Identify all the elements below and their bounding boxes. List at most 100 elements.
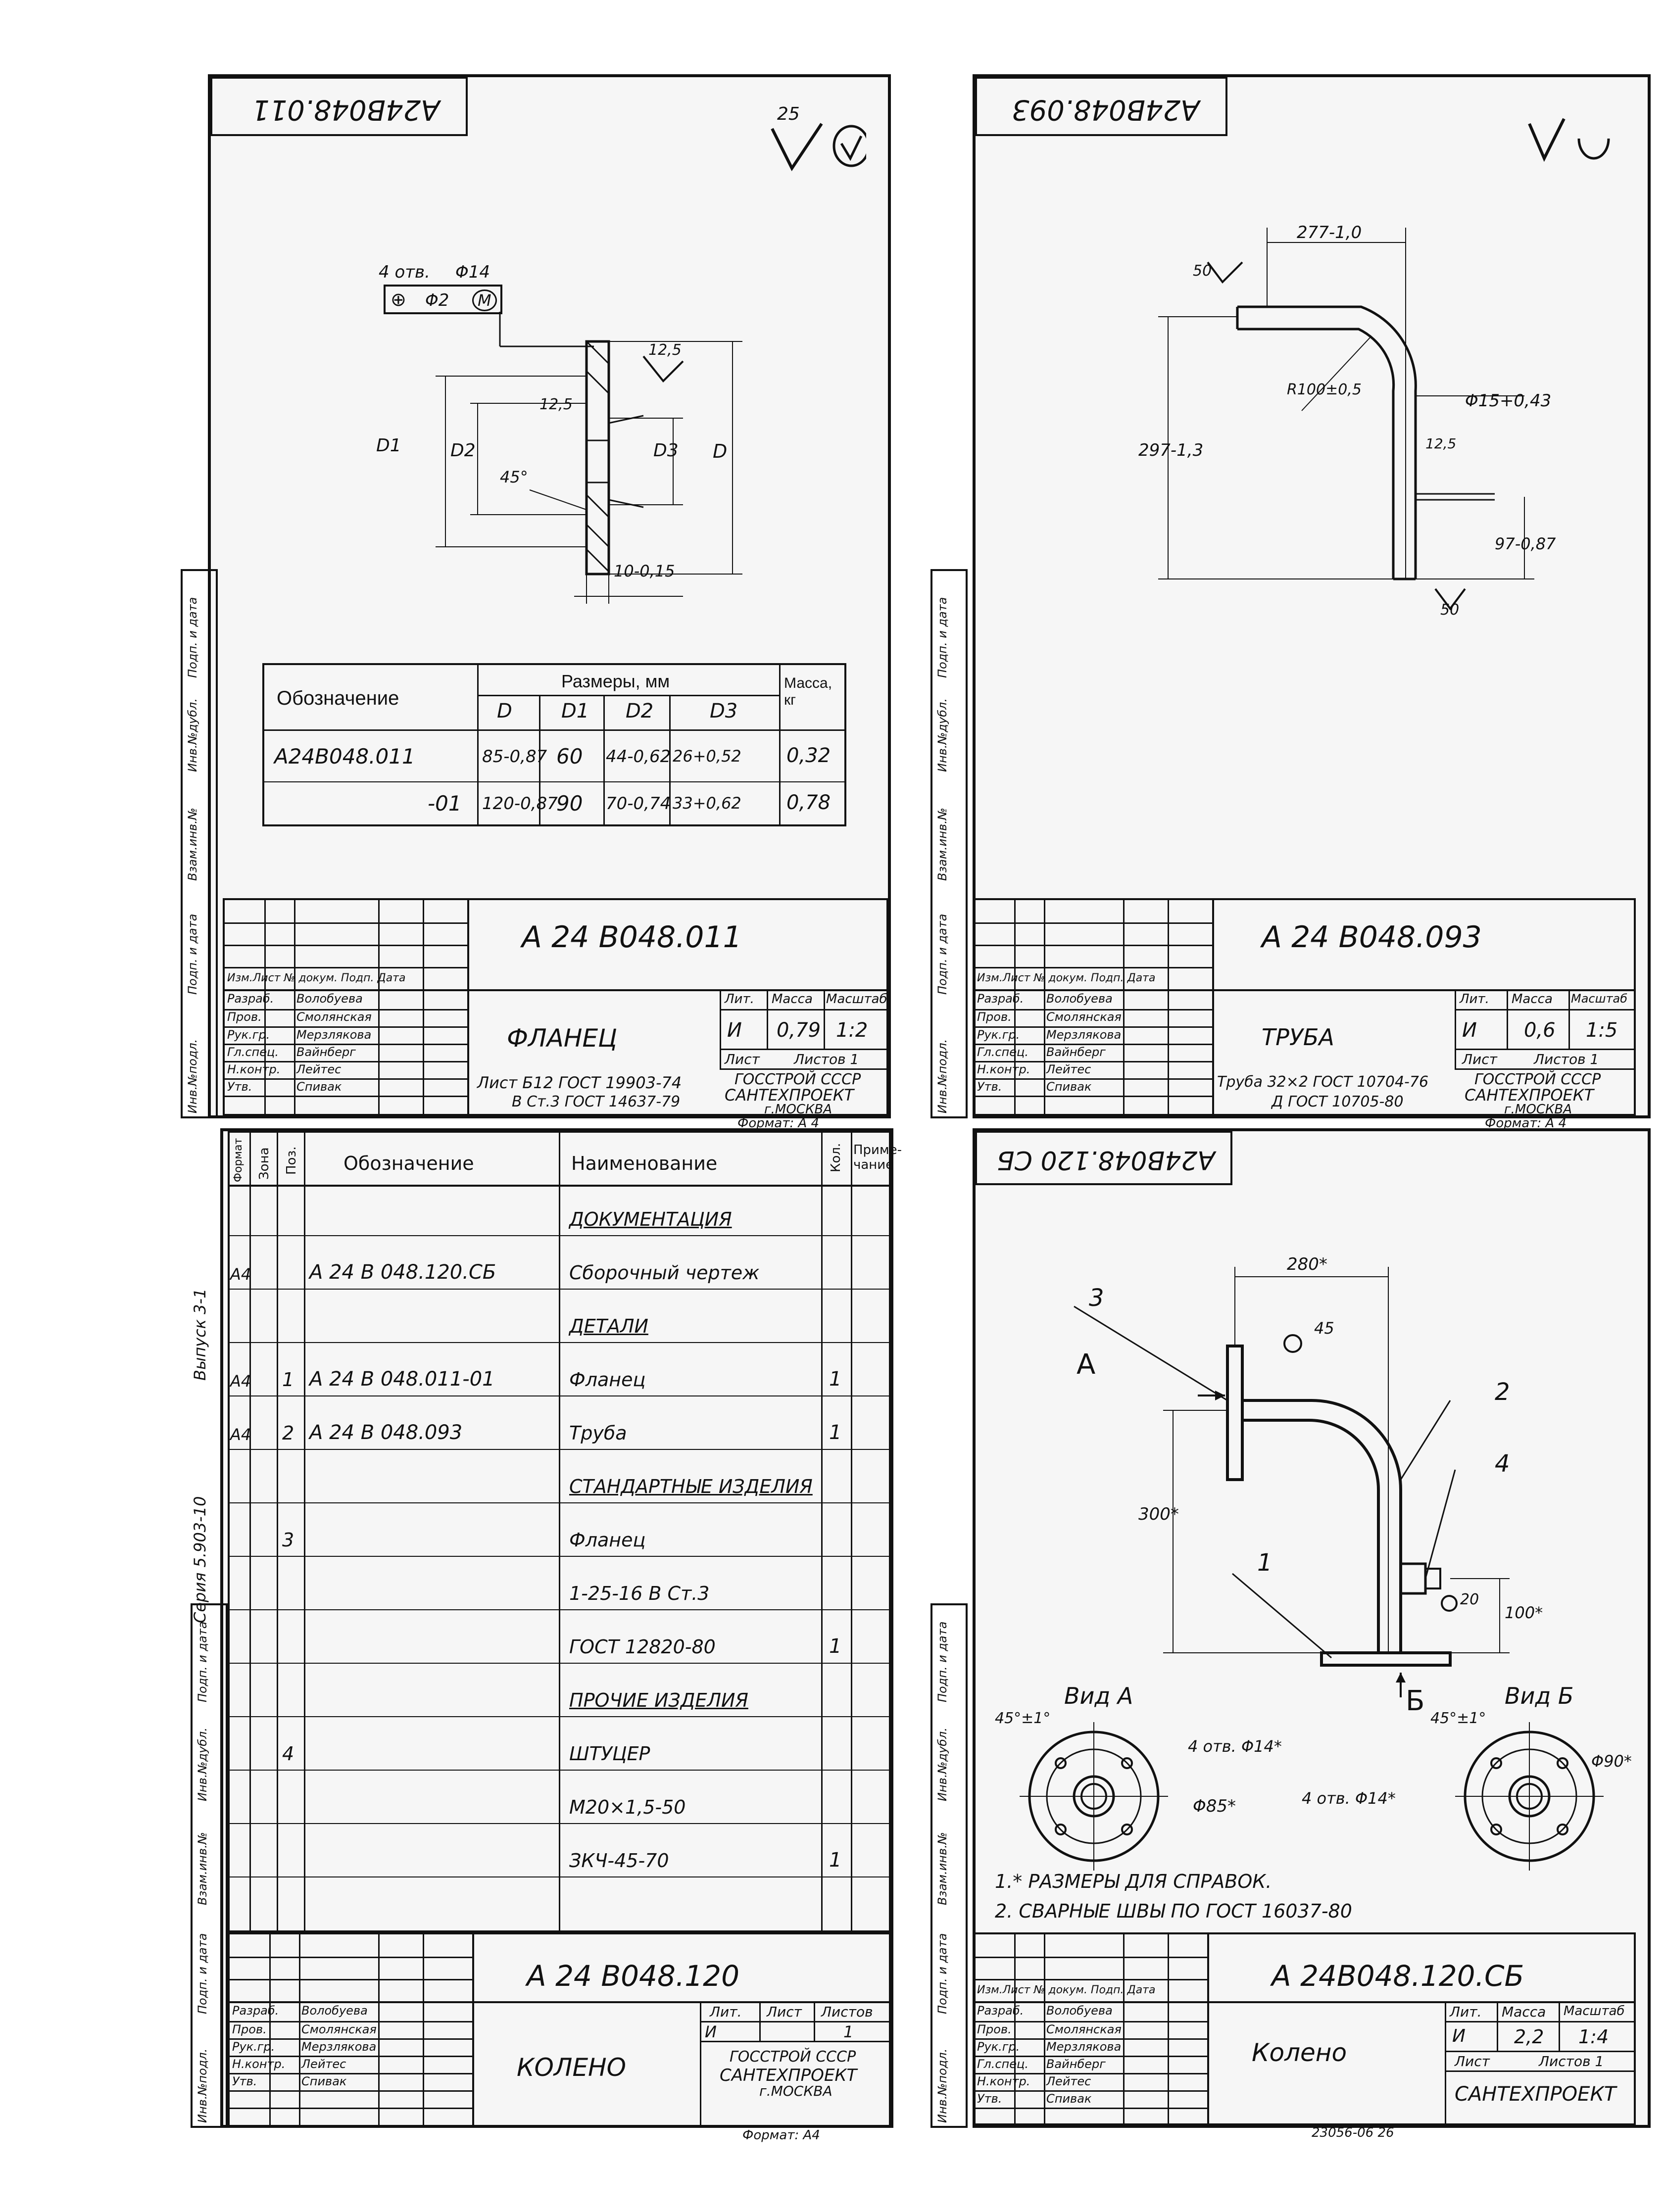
dim-r2: 12,5 — [539, 396, 573, 413]
asm-lit-h: Лит. — [1450, 2004, 1482, 2020]
asm-footer: 23056-06 26 — [1312, 2125, 1394, 2140]
tol-pos: Φ2 — [425, 290, 449, 310]
asm-scale-h: Масштаб — [1564, 2004, 1625, 2019]
flange-scale-h: Масштаб — [826, 992, 887, 1007]
spec-h-pos: Поз. — [284, 1146, 299, 1175]
spec-cell-name: Труба — [569, 1422, 627, 1444]
pipe-lit: И — [1462, 1019, 1477, 1042]
asm-title-block: А 24В048.120.СБ Колено Лит. Масса Масшта… — [973, 1932, 1636, 2125]
pipe-role-5: Н.контр. — [977, 1062, 1030, 1076]
tolerance-frame: ⊕ Φ2 M — [384, 285, 502, 314]
flange-name-5: Лейтес — [296, 1062, 342, 1076]
spec-name-1: Волобуева — [301, 2004, 368, 2018]
asm-role-6: Утв. — [977, 2092, 1002, 2106]
pipe-mat1: Труба 32×2 ГОСТ 10704-76 — [1217, 1073, 1429, 1091]
dim-d1: D1 — [376, 435, 401, 456]
spec-role-1: Разраб. — [232, 2004, 279, 2018]
position-icon: ⊕ — [391, 289, 406, 310]
flange-name-6: Спивак — [296, 1080, 342, 1094]
margin-br-label-2: Взам.инв.№ — [935, 1832, 949, 1905]
asm-view-a: А — [1077, 1348, 1096, 1381]
flange-role-6: Утв. — [227, 1080, 252, 1094]
pipe-role-4: Гл.спец. — [977, 1045, 1028, 1059]
table-row: 1-25-16 В Ст.3 — [228, 1557, 891, 1610]
pipe-dim-len: 277-1,0 — [1297, 223, 1362, 242]
asm-name-6: Спивак — [1046, 2092, 1092, 2106]
table-row: СТАНДАРТНЫЕ ИЗДЕЛИЯ — [228, 1450, 891, 1503]
flange-role-3: Рук.гр. — [227, 1028, 270, 1042]
row2-d: 120-0,87 — [482, 794, 558, 814]
spec-cell-name: ШТУЦЕР — [569, 1743, 650, 1765]
row1-d1: 60 — [556, 744, 583, 769]
asm-callout-4: 4 — [1495, 1450, 1510, 1478]
spec-cell-qty: 1 — [829, 1849, 842, 1872]
pipe-mat2: Д ГОСТ 10705-80 — [1272, 1093, 1404, 1110]
dim-r1: 12,5 — [648, 341, 682, 359]
row2-name: -01 — [428, 791, 462, 816]
flange-code-box: А24В048.011 — [210, 77, 468, 136]
th-d: D — [497, 700, 512, 722]
flange-tb-code: А 24 В048.011 — [522, 920, 742, 955]
spec-cell-fmt: А4 — [230, 1265, 251, 1284]
flange-role-2: Пров. — [227, 1010, 262, 1024]
pipe-dim-h2: 97-0,87 — [1495, 534, 1556, 553]
spec-h-name: Наименование — [571, 1153, 718, 1174]
vid-b-drawing — [1455, 1722, 1604, 1871]
asm-code-flipped: А24В048.120 СБ — [997, 1145, 1215, 1175]
spec-name-5: Лейтес — [301, 2057, 346, 2071]
row1-d: 85-0,87 — [482, 747, 547, 767]
asm-view-b: Б — [1406, 1685, 1425, 1717]
spec-role-6: Утв. — [232, 2074, 257, 2088]
vid-b-label: Вид Б — [1505, 1683, 1574, 1709]
row1-m: 0,32 — [786, 744, 831, 767]
sheet-pipe — [973, 74, 1651, 1118]
flange-org2: САНТЕХПРОЕКТ — [725, 1086, 854, 1105]
margin-strip-bottom-right — [930, 1603, 968, 2128]
asm-name-5: Лейтес — [1046, 2074, 1091, 2088]
spec-org2: САНТЕХПРОЕКТ — [720, 2066, 857, 2085]
asm-dim-w20: 20 — [1460, 1591, 1479, 1608]
flange-size-table: Обозначение Размеры, мм Масса, кг D D1 D… — [262, 663, 846, 826]
pipe-tb-code: А 24 В048.093 — [1262, 920, 1482, 955]
asm-tb-code: А 24В048.120.СБ — [1272, 1959, 1524, 1993]
roughness-value: 25 — [777, 104, 800, 124]
spec-cell-designation: А 24 В 048.093 — [309, 1421, 463, 1444]
pipe-org2: САНТЕХПРОЕКТ — [1465, 1086, 1594, 1105]
flange-org3: г.МОСКВА — [764, 1102, 832, 1117]
asm-dim-w: 280* — [1287, 1254, 1327, 1274]
pipe-name-3: Мерзлякова — [1046, 1028, 1122, 1042]
asm-lit: И — [1452, 2026, 1466, 2046]
spec-format: Формат: А4 — [742, 2128, 820, 2143]
row1-d3: 26+0,52 — [673, 747, 741, 766]
asm-org: САНТЕХПРОЕКТ — [1455, 2083, 1616, 2106]
spec-org3: г.МОСКВА — [759, 2083, 832, 2099]
pipe-dim-r: R100±0,5 — [1287, 381, 1362, 398]
pipe-mass-h: Масса — [1512, 992, 1553, 1007]
pipe-tb-title: ТРУБА — [1262, 1024, 1334, 1051]
margin-bl-label-2: Взам.инв.№ — [196, 1832, 209, 1905]
vid-a-drawing — [1020, 1722, 1168, 1871]
dim-d3: D3 — [653, 440, 679, 461]
sheet-flange — [208, 74, 891, 1118]
spec-sheet-h: Лист — [767, 2004, 802, 2020]
row2-d1: 90 — [556, 791, 583, 816]
margin-label-0: Инв.№подл. — [186, 1039, 199, 1113]
dim-thk: 10-0,15 — [614, 562, 675, 580]
flange-sheets-h: Листов 1 — [794, 1051, 859, 1067]
flange-role-0: Изм.Лист № докум. Подп. Дата — [227, 972, 406, 984]
hole-dia: Φ14 — [455, 262, 490, 282]
th-designation: Обозначение — [277, 687, 399, 709]
flange-lit: И — [727, 1019, 742, 1042]
th-d3: D3 — [710, 700, 738, 722]
sheet-spec — [220, 1128, 893, 2128]
tol-mod-icon: M — [472, 289, 497, 311]
pipe-role-2: Пров. — [977, 1010, 1012, 1024]
table-row: ПРОЧИЕ ИЗДЕЛИЯ — [228, 1664, 891, 1717]
spec-lit: И — [705, 2022, 717, 2041]
flange-role-1: Разраб. — [227, 992, 274, 1006]
spec-h-fmt: Формат — [232, 1138, 245, 1182]
spec-role-2: Пров. — [232, 2022, 267, 2036]
